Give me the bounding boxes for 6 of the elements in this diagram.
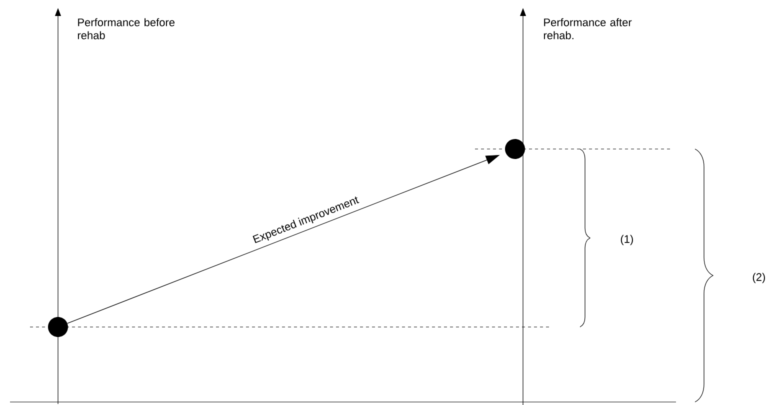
axis-label: Performance before rehab (78, 18, 175, 40)
axis-label: Performance after rehab. (544, 18, 632, 40)
data-point (48, 317, 68, 337)
brace-label: (1) (620, 234, 633, 246)
brace-label: (2) (752, 272, 765, 284)
data-point (505, 139, 525, 159)
